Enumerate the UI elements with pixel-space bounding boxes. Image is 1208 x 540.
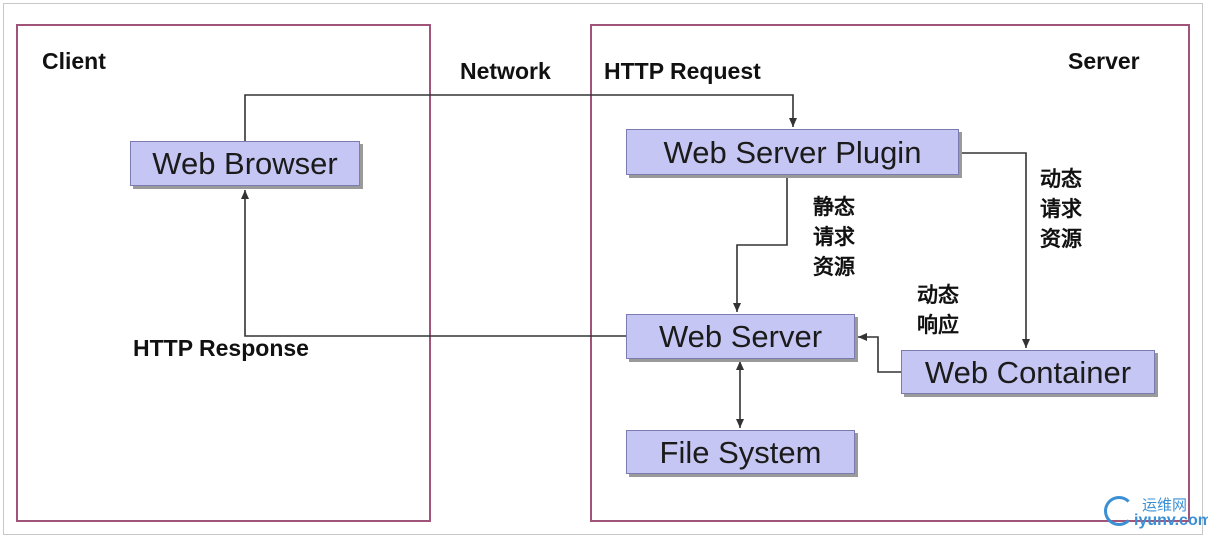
http-request-label: HTTP Request <box>604 58 761 84</box>
server-region <box>590 24 1190 522</box>
static-request-line: 请求 <box>813 225 855 249</box>
watermark-logo-icon <box>1104 496 1134 526</box>
dynamic-request-label: 动态 请求 资源 <box>1040 164 1082 254</box>
web-server-node: Web Server <box>626 314 855 359</box>
static-request-line: 静态 <box>813 195 855 219</box>
dynamic-request-line: 请求 <box>1040 197 1082 221</box>
dynamic-response-label: 动态 响应 <box>917 280 959 340</box>
edge-http-response <box>241 190 626 337</box>
watermark-url: iyunv.com <box>1134 512 1208 529</box>
http-response-label: HTTP Response <box>133 335 309 361</box>
edge-static-request <box>733 175 788 312</box>
web-browser-node: Web Browser <box>130 141 360 186</box>
dynamic-request-line: 资源 <box>1040 227 1082 251</box>
web-container-node: Web Container <box>901 350 1155 394</box>
static-request-line: 资源 <box>813 255 855 279</box>
web-server-plugin-node: Web Server Plugin <box>626 129 959 175</box>
server-label: Server <box>1068 48 1140 74</box>
dynamic-response-line: 动态 <box>917 283 959 307</box>
edge-http-request <box>244 94 797 141</box>
edge-dynamic-request <box>959 152 1030 348</box>
edge-dynamic-response <box>858 333 901 373</box>
dynamic-response-line: 响应 <box>917 313 959 337</box>
diagram-frame <box>3 3 1203 535</box>
static-request-label: 静态 请求 资源 <box>813 192 855 282</box>
watermark: 运维网 iyunv.com <box>1104 494 1208 534</box>
watermark-title: 运维网 <box>1142 496 1188 514</box>
network-label: Network <box>460 58 551 84</box>
client-label: Client <box>42 48 106 74</box>
file-system-node: File System <box>626 430 855 474</box>
client-region <box>16 24 431 522</box>
dynamic-request-line: 动态 <box>1040 167 1082 191</box>
